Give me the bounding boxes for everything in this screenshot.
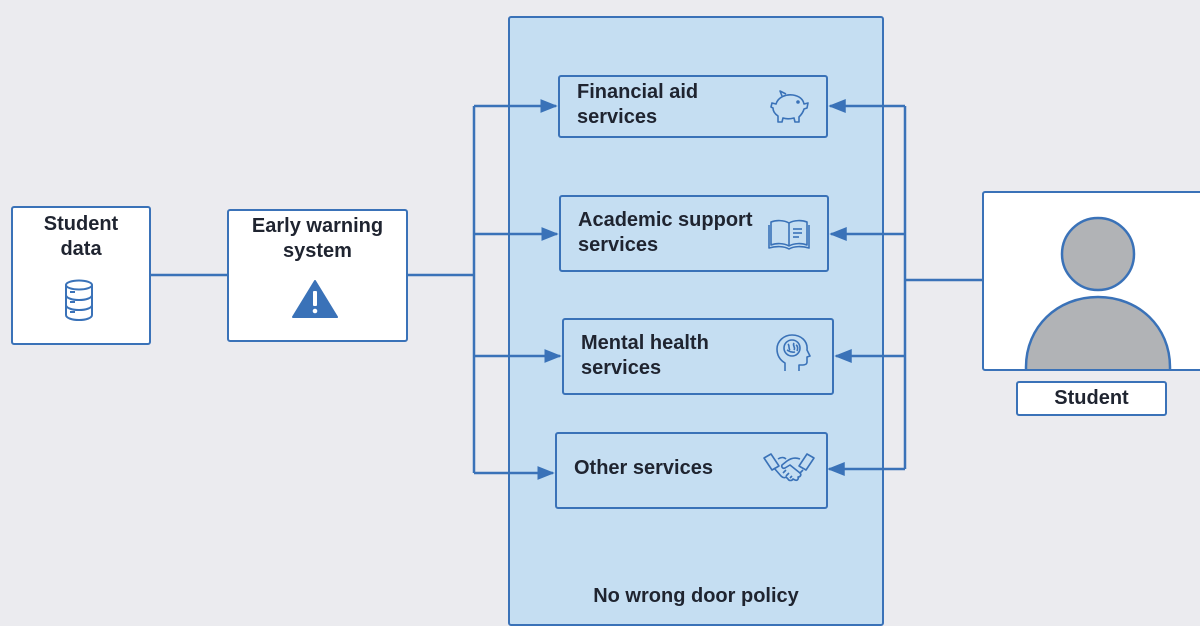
student-data-box: Student data [11, 206, 151, 345]
service-academic-support: Academic support services [559, 195, 829, 272]
service-other: Other services [555, 432, 828, 509]
financial-aid-line2: services [577, 106, 658, 128]
other-services-label: Other services [574, 456, 713, 481]
student-box [982, 191, 1200, 371]
student-label-box: Student [1016, 381, 1167, 416]
academic-support-label: Academic support services [578, 208, 752, 258]
handshake-icon [763, 453, 815, 482]
student-label: Student [1054, 387, 1129, 409]
early-warning-label: Early warning system [251, 215, 384, 262]
mental-health-line1: Mental health [581, 332, 709, 354]
service-mental-health: Mental health services [562, 318, 834, 395]
early-warning-box: Early warning system [227, 209, 408, 342]
person-silhouette [1024, 216, 1172, 369]
book-icon [768, 219, 810, 250]
brain-head-icon [776, 334, 811, 371]
policy-label: No wrong door policy [593, 585, 799, 607]
piggy-bank-icon [770, 90, 809, 123]
student-data-label: Student data [43, 213, 119, 260]
mental-health-line2: services [581, 357, 662, 379]
academic-support-line1: Academic support [578, 209, 753, 231]
connectors [150, 99, 983, 480]
database-icon [65, 279, 93, 321]
other-services-line1: Other services [574, 457, 713, 479]
financial-aid-line1: Financial aid [577, 81, 699, 103]
mental-health-label: Mental health services [581, 331, 709, 381]
warning-icon [292, 280, 338, 318]
academic-support-line2: services [578, 234, 659, 256]
service-financial-aid: Financial aid services [558, 75, 828, 138]
financial-aid-label: Financial aid services [577, 80, 698, 130]
